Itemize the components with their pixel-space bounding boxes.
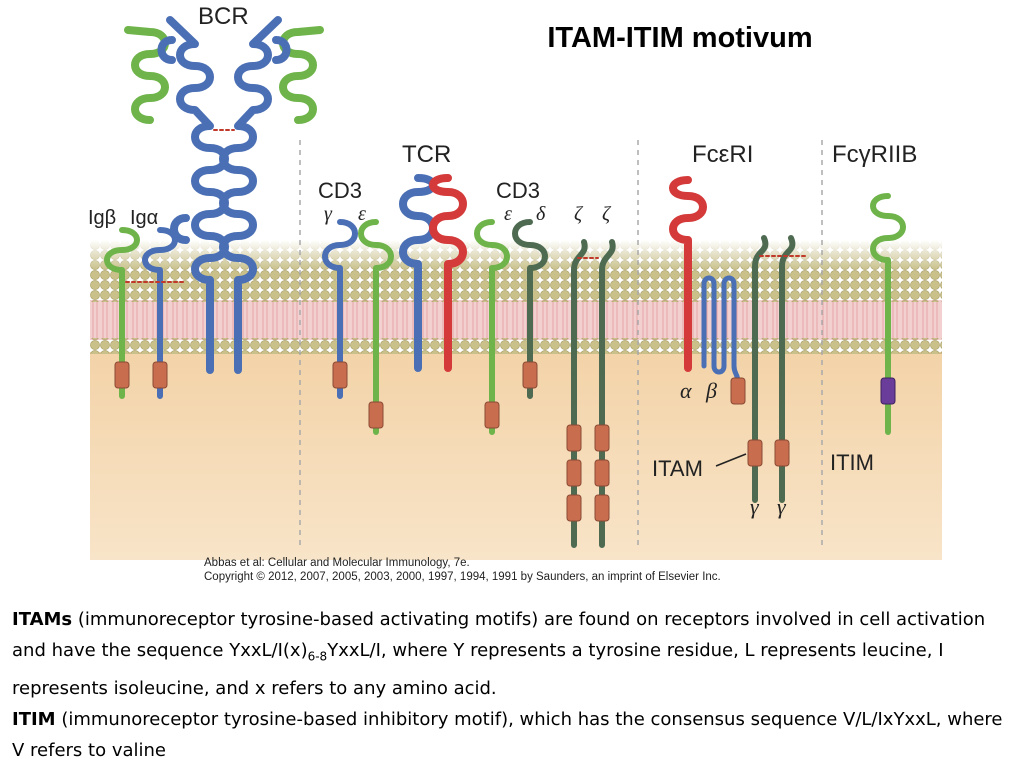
label-cd3-epsilon-left: ε [358, 203, 366, 225]
label-itam: ITAM [652, 456, 703, 481]
itam-paragraph: ITAMs (immunoreceptor tyrosine-based act… [12, 604, 1012, 704]
label-zeta-2: ζ [602, 203, 612, 225]
label-fcgriib: FcγRIIB [832, 141, 917, 168]
label-zeta-1: ζ [574, 203, 584, 225]
label-tcr: TCR [402, 141, 451, 168]
itam-pointer [715, 453, 747, 467]
itam-igb [114, 361, 130, 389]
itim-fcgriib [880, 377, 896, 405]
label-fceri-gamma-1: γ [750, 494, 760, 519]
itim-term: ITIM [12, 708, 56, 730]
label-fceri-alpha: α [680, 378, 692, 403]
label-cd3-epsilon-right: ε [504, 203, 512, 225]
label-fceri-gamma-2: γ [777, 494, 787, 519]
label-igb: Igβ [88, 207, 116, 229]
cytoplasm [90, 352, 942, 560]
caption-line-1: Abbas et al: Cellular and Molecular Immu… [204, 557, 470, 569]
caption-line-2: Copyright © 2012, 2007, 2005, 2003, 2000… [204, 571, 721, 583]
itam-cd3-epsilon-right [484, 401, 500, 429]
figure-caption: Abbas et al: Cellular and Molecular Immu… [204, 556, 721, 584]
label-cd3-gamma: γ [324, 203, 333, 225]
itam-zeta-boxes [566, 424, 610, 522]
fceri-receptor [669, 176, 809, 503]
slide-title: ITAM-ITIM motivum [547, 22, 813, 54]
label-cd3-right: CD3 [496, 178, 540, 203]
itam-cd3-epsilon-left [368, 401, 384, 429]
itam-fceri-gamma2 [774, 439, 790, 467]
membrane-inner-leaflet [90, 338, 942, 354]
label-iga: Igα [130, 207, 158, 229]
itam-term: ITAMs [12, 609, 73, 630]
fcgriib-receptor [870, 193, 906, 435]
itam-text-b: YxxL/I, where Y represents a tyrosine re… [12, 640, 944, 699]
itim-paragraph: ITIM (immunoreceptor tyrosine-based inhi… [12, 704, 1012, 766]
itam-fceri-beta [730, 377, 746, 405]
tcr-complex [322, 174, 616, 548]
itam-cd3-gamma [332, 361, 348, 389]
itam-subscript: 6-8 [307, 649, 328, 664]
label-cd3-delta: δ [536, 203, 546, 225]
itam-iga [152, 361, 168, 389]
body-text: ITAMs (immunoreceptor tyrosine-based act… [12, 604, 1012, 766]
itam-text-a: (immunoreceptor tyrosine-based activatin… [12, 609, 986, 661]
itim-text: (immunoreceptor tyrosine-based inhibitor… [12, 708, 1003, 761]
bcr-receptor [104, 16, 324, 399]
label-fceri-beta: β [705, 378, 717, 403]
label-cd3-left: CD3 [318, 178, 362, 203]
itam-cd3-delta [522, 361, 538, 389]
itam-fceri-gamma1 [747, 439, 763, 467]
label-bcr: BCR [198, 3, 249, 30]
receptor-diagram: BCR Igβ Igα TCR CD3 γ ε CD3 ε δ ζ ζ FcεR… [88, 3, 942, 560]
label-fceri: FcεRI [692, 141, 753, 168]
label-itim: ITIM [830, 450, 874, 475]
